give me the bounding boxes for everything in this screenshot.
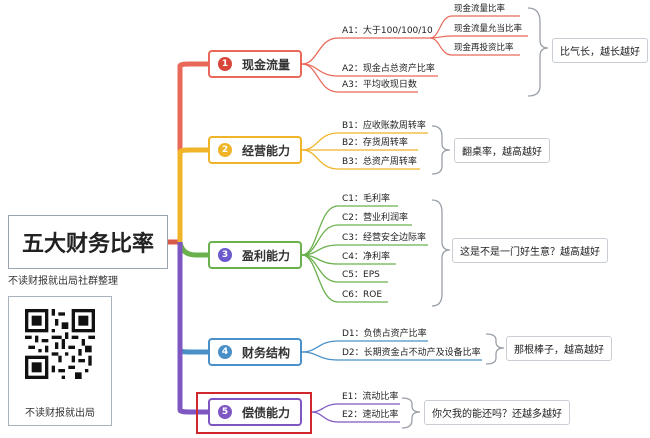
- note-profit: 这是不是一门好生意？越高越好: [452, 238, 608, 263]
- leaf-b1: B1：应收账款周转率: [342, 121, 426, 131]
- highlight-box: [196, 392, 312, 434]
- number-badge-5: 5: [218, 405, 232, 419]
- leaf-b2: B2：存货周转率: [342, 138, 408, 148]
- leaf-e1: E1：流动比率: [342, 392, 399, 402]
- branch-cash-flow: 1 现金流量: [208, 50, 302, 78]
- note-operating: 翻桌率，越高越好: [454, 138, 550, 163]
- leaf-c1: C1：毛利率: [342, 194, 391, 204]
- leaf-b3: B3：总资产周转率: [342, 157, 417, 167]
- qr-code-icon: [25, 309, 95, 379]
- leaf-a2: A2：现金占总资产比率: [342, 64, 435, 74]
- branch-profit: 3 盈利能力: [208, 241, 302, 269]
- leaf-a1: A1：大于100/100/10: [342, 26, 433, 36]
- trunk-blue: [177, 242, 208, 355]
- note-cash-flow: 比气长，越长越好: [552, 38, 648, 63]
- leaf-c2: C2：营业利润率: [342, 213, 409, 223]
- number-badge-4: 4: [218, 345, 232, 359]
- subleaf-3: 现金再投资比率: [454, 43, 514, 53]
- number-badge-3: 3: [218, 248, 232, 262]
- branch-label: 经营能力: [242, 143, 291, 158]
- qr-code: [8, 296, 112, 426]
- branch-label: 财务结构: [242, 345, 291, 360]
- brace-3: [431, 199, 451, 307]
- leaf-c6: C6：ROE: [342, 290, 383, 300]
- qr-caption: 不读财报就出局: [25, 408, 95, 419]
- branch-operating: 2 经营能力: [208, 136, 302, 164]
- leaf-c4: C4：净利率: [342, 252, 391, 262]
- branch-label: 偿债能力: [242, 405, 291, 420]
- leaf-d1: D1：负债占资产比率: [342, 329, 427, 339]
- root-node: 五大财务比率: [8, 215, 168, 269]
- trunk-purple: [177, 242, 208, 415]
- subleaf-2: 现金流量允当比率: [454, 24, 523, 34]
- brace-2: [431, 125, 451, 175]
- trunk-green: [177, 241, 208, 258]
- note-structure: 那根棒子，越高越好: [506, 336, 612, 361]
- brace-5: [401, 397, 421, 429]
- leaf-a3: A3：平均收现日数: [342, 80, 417, 90]
- branch-solvency: 5 偿债能力: [208, 398, 302, 426]
- number-badge-2: 2: [218, 143, 232, 157]
- note-solvency: 你欠我的能还吗？还越多越好: [424, 400, 570, 425]
- trunk-red: [177, 61, 208, 242]
- branch-label: 盈利能力: [242, 248, 291, 263]
- branch-label: 现金流量: [242, 57, 291, 72]
- leaf-e2: E2：速动比率: [342, 410, 399, 420]
- trunk-yellow: [177, 147, 208, 242]
- leaf-d2: D2：长期资金占不动产及设备比率: [342, 348, 481, 358]
- brace-4: [485, 333, 505, 365]
- leaf-c3: C3：经营安全边际率: [342, 233, 427, 243]
- branch-structure: 4 财务结构: [208, 338, 302, 366]
- number-badge-1: 1: [218, 57, 232, 71]
- source-caption: 不读财报就出局社群整理: [8, 276, 118, 287]
- subleaf-1: 现金流量比率: [454, 4, 506, 14]
- leaf-c5: C5：EPS: [342, 270, 380, 280]
- brace-1: [527, 7, 549, 97]
